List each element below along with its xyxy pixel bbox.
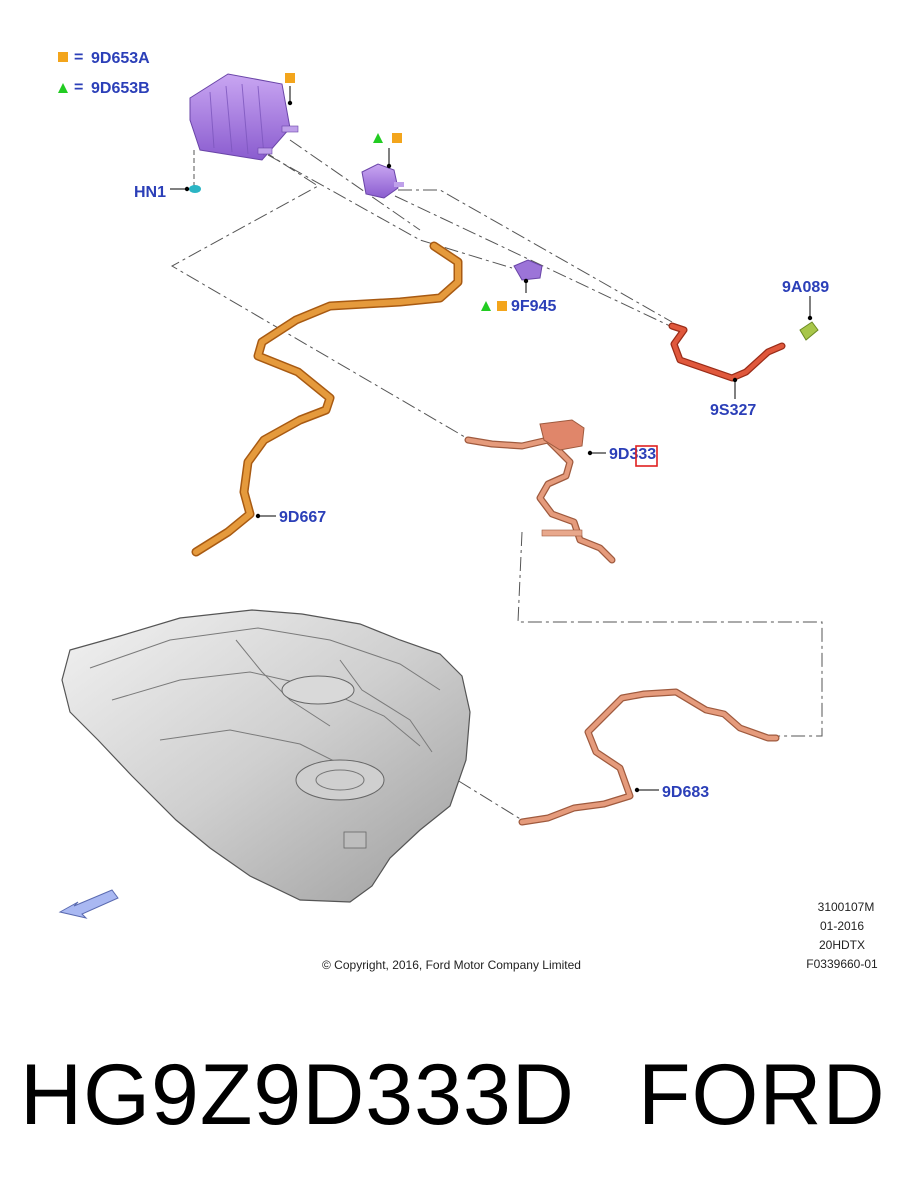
square-marker-icon	[58, 52, 68, 62]
meta-line-4: F0339660-01	[806, 957, 878, 971]
purge-valve	[361, 133, 404, 199]
square-marker-icon	[285, 73, 295, 83]
callout-9d333: 9D333	[609, 446, 656, 463]
direction-arrow-icon	[58, 889, 119, 919]
callout-9d667: 9D667	[279, 509, 326, 526]
vapor-tube-9d333: 9D333	[464, 419, 658, 564]
vapor-line-9s327: 9S327	[668, 322, 786, 419]
evap-canister	[189, 73, 299, 188]
triangle-marker-icon	[481, 301, 491, 311]
callout-9a089: 9A089	[782, 279, 829, 296]
square-marker-icon	[392, 133, 402, 143]
legend-triangle-code: 9D653B	[91, 80, 150, 97]
meta-line-1: 3100107M	[818, 900, 875, 914]
meta-line-3: 20HDTX	[819, 938, 865, 952]
legend-square-code: 9D653A	[91, 50, 150, 67]
legend: = 9D653A = 9D653B	[58, 49, 150, 97]
legend-equals-2: =	[74, 79, 83, 96]
fuel-tank	[61, 609, 471, 903]
legend-equals-1: =	[74, 49, 83, 66]
triangle-marker-icon	[373, 133, 383, 143]
callout-9d683: 9D683	[662, 784, 709, 801]
connector-9a089: 9A089	[782, 279, 829, 341]
fuel-system-diagram: = 9D653A = 9D653B HN1	[58, 49, 878, 972]
square-marker-icon	[497, 301, 507, 311]
callout-9s327: 9S327	[710, 402, 756, 419]
vapor-tube-9d683: 9D683	[518, 688, 780, 826]
copyright-text: © Copyright, 2016, Ford Motor Company Li…	[322, 958, 581, 972]
triangle-marker-icon	[58, 83, 68, 93]
meta-line-2: 01-2016	[820, 919, 864, 933]
brand-name: FORD	[638, 1047, 886, 1143]
callout-9f945: 9F945	[511, 298, 556, 315]
callout-hn1: HN1	[134, 184, 166, 201]
drawing-metadata: 3100107M 01-2016 20HDTX F0339660-01	[806, 900, 878, 971]
connector-9f945: 9F945	[481, 259, 556, 315]
fill-pipe-9d667: 9D667	[191, 241, 463, 557]
highlight-box	[635, 445, 658, 467]
hn1-fastener: HN1	[134, 184, 201, 201]
part-number: HG9Z9D333D	[20, 1047, 575, 1143]
